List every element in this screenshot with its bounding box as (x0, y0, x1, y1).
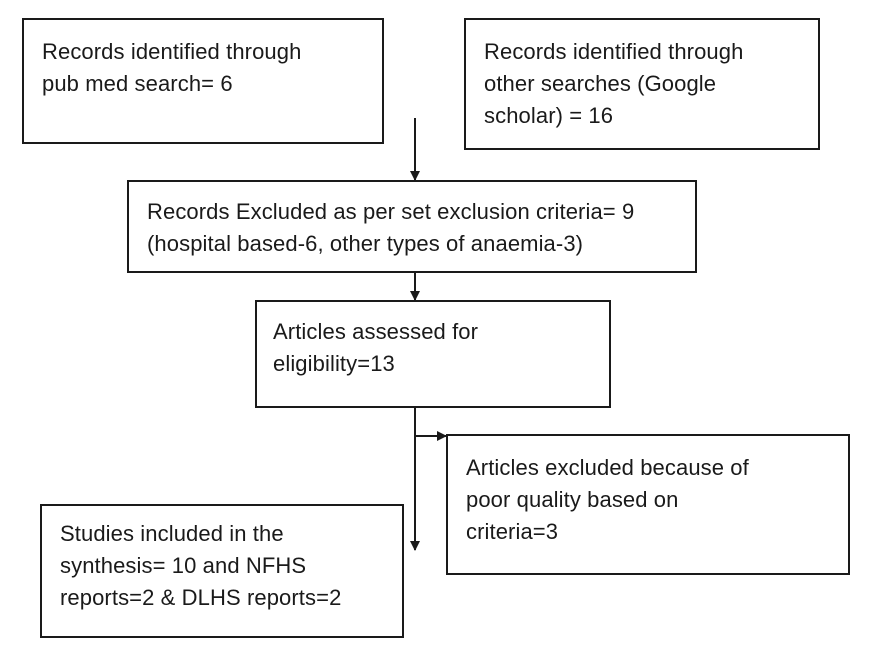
articles-assessed-line-2: eligibility=13 (273, 350, 395, 376)
pubmed-records-line-1: Records identified through (42, 39, 302, 64)
other-searches-line-3: scholar) = 16 (484, 102, 614, 128)
articles-assessed-line-1: Articles assessed for (273, 319, 479, 344)
quality-exclusion-box: Articles excluded because of poor qualit… (446, 434, 850, 575)
studies-included-line-2: synthesis= 10 and NFHS (60, 552, 307, 578)
other-searches-line-1: Records identified through (484, 39, 744, 64)
articles-assessed-box: Articles assessed for eligibility=13 (255, 300, 611, 408)
studies-included-line-1: Studies included in the (60, 521, 284, 546)
quality-exclusion-line-2: poor quality based on (466, 486, 679, 512)
studies-included-line-3: reports=2 & DLHS reports=2 (60, 584, 342, 610)
pubmed-records-line-2: pub med search= 6 (42, 70, 233, 96)
exclusion-criteria-line-2: (hospital based-6, other types of anaemi… (147, 230, 584, 256)
quality-exclusion-line-1: Articles excluded because of (466, 455, 749, 480)
pubmed-records-box: Records identified through pub med searc… (22, 18, 384, 144)
exclusion-criteria-line-1: Records Excluded as per set exclusion cr… (147, 199, 635, 224)
other-searches-line-2: other searches (Google (484, 70, 717, 96)
quality-exclusion-line-3: criteria=3 (466, 518, 559, 544)
studies-included-box: Studies included in the synthesis= 10 an… (40, 504, 404, 638)
exclusion-criteria-box: Records Excluded as per set exclusion cr… (127, 180, 697, 273)
other-searches-records-box: Records identified through other searche… (464, 18, 820, 150)
